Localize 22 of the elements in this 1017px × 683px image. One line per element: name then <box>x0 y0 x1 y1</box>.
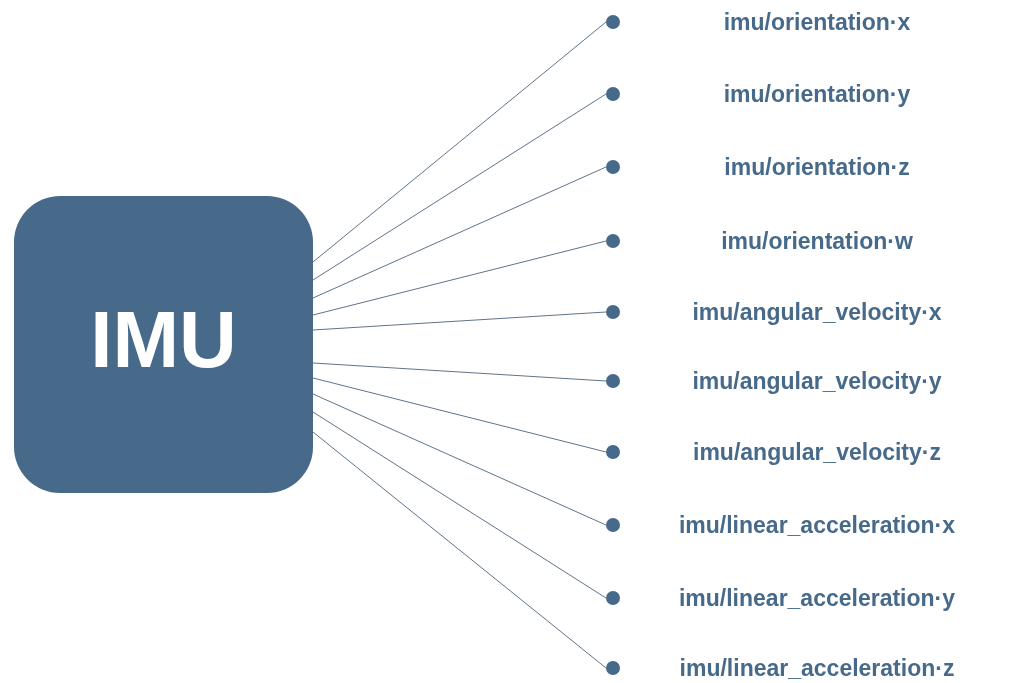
sensor-box <box>14 196 313 493</box>
connector-line <box>312 240 607 316</box>
topic-label: imu/angular_velocity·z <box>692 438 942 466</box>
topic-label: imu/linear_acceleration·y <box>677 584 957 612</box>
connector-line <box>312 377 607 453</box>
connector-line <box>312 431 607 669</box>
topic-label: imu/orientation·z <box>723 153 911 181</box>
connector-line <box>312 411 607 599</box>
topic-label: imu/orientation·w <box>720 227 914 255</box>
topic-label: imu/orientation·y <box>722 80 912 108</box>
topic-label: imu/linear_acceleration·z <box>678 654 956 682</box>
connector-line <box>312 311 607 331</box>
connector-line <box>312 93 607 281</box>
topic-label: imu/linear_acceleration·x <box>677 511 957 539</box>
topic-label: imu/angular_velocity·x <box>691 298 943 326</box>
connector-line <box>312 393 607 526</box>
topic-label: imu/angular_velocity·y <box>691 367 943 395</box>
connector-line <box>312 166 607 299</box>
connector-line <box>312 21 607 263</box>
connector-line <box>312 362 607 382</box>
box-title: IMU <box>90 293 237 386</box>
topic-label: imu/orientation·x <box>722 8 912 36</box>
